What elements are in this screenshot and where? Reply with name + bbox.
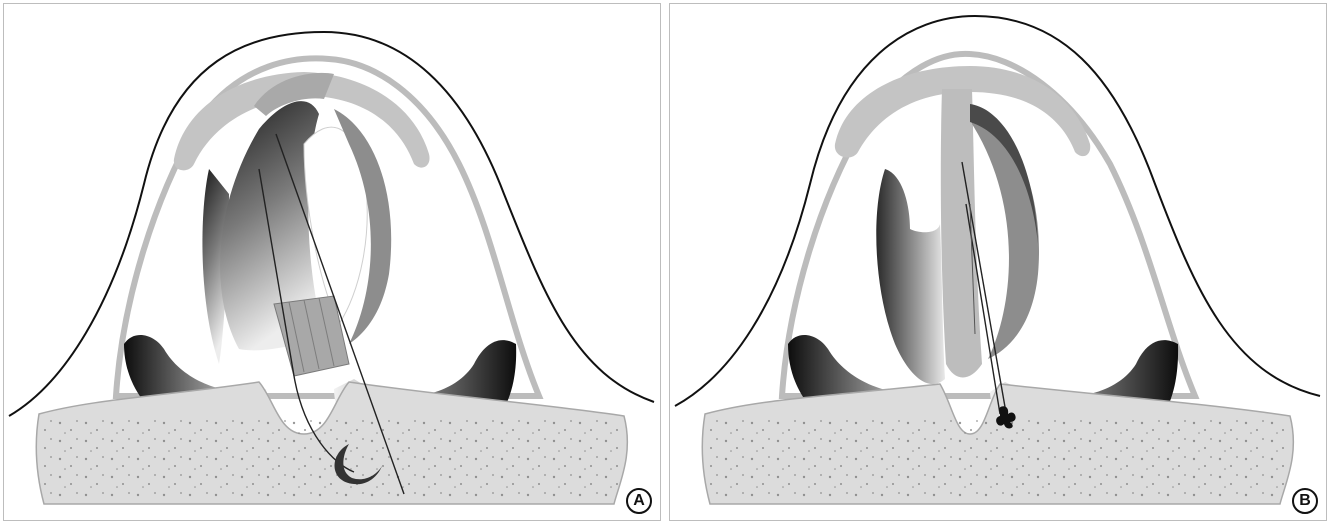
panel-b-illustration <box>670 4 1326 520</box>
panel-b: B <box>669 3 1327 521</box>
panel-a: A <box>3 3 661 521</box>
panel-label-b: B <box>1292 488 1318 514</box>
panel-label-a: A <box>626 488 652 514</box>
panel-a-illustration <box>4 4 660 520</box>
